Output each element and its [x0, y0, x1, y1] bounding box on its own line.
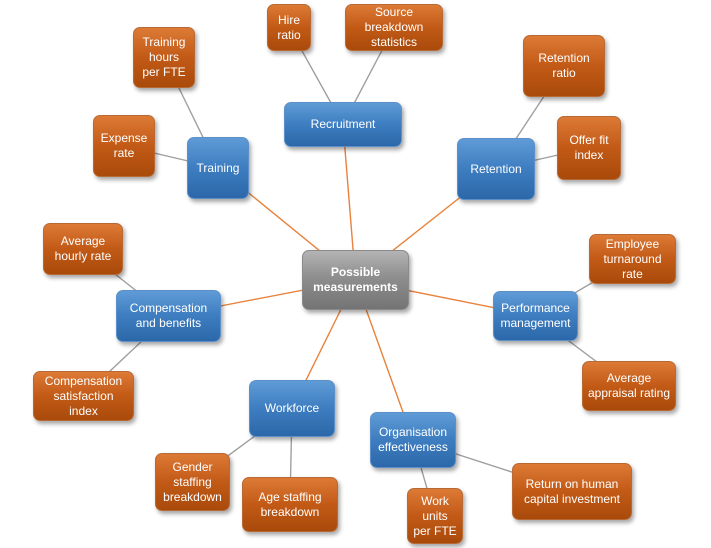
category-label: Training	[196, 160, 240, 175]
measure-label: Offer fit index	[569, 133, 609, 162]
measure-node-average-appraisal-rating: Average appraisal rating	[582, 361, 676, 411]
measure-node-gender-staffing-breakdown: Gender staffing breakdown	[155, 453, 230, 511]
category-node-compensation-and-benefits: Compensation and benefits	[116, 290, 221, 342]
center-node-possible-measurements: Possible measurements	[302, 250, 409, 310]
category-label: Performance management	[500, 301, 571, 330]
category-label: Compensation and benefits	[129, 301, 208, 330]
category-node-training: Training	[187, 137, 249, 199]
category-label: Recruitment	[310, 117, 376, 131]
measure-label: Compensation satisfaction index	[44, 373, 123, 418]
category-node-performance-management: Performance management	[493, 291, 578, 341]
measure-node-training-hours-per-fte: Training hours per FTE	[133, 27, 195, 88]
measure-label: Work units per FTE	[413, 493, 457, 538]
measure-label: Employee turnaround rate	[603, 236, 662, 281]
category-node-recruitment: Recruitment	[284, 102, 402, 147]
measure-label: Age staffing breakdown	[258, 489, 322, 519]
measure-label: Expense rate	[100, 131, 148, 160]
measure-node-return-on-human-capital-investment: Return on human capital investment	[512, 463, 632, 520]
category-node-organisation-effectiveness: Organisation effectiveness	[370, 412, 456, 468]
measure-node-age-staffing-breakdown: Age staffing breakdown	[242, 477, 338, 532]
measure-node-hire-ratio: Hire ratio	[267, 4, 311, 51]
measure-node-employee-turnaround-rate: Employee turnaround rate	[589, 234, 676, 284]
measure-label: Hire ratio	[277, 12, 301, 42]
category-label: Retention	[470, 161, 522, 176]
measure-node-expense-rate: Expense rate	[93, 115, 155, 177]
measure-node-compensation-satisfaction-index: Compensation satisfaction index	[33, 371, 134, 421]
category-label: Workforce	[264, 401, 320, 415]
measure-node-offer-fit-index: Offer fit index	[557, 116, 621, 180]
measure-node-average-hourly-rate: Average hourly rate	[43, 223, 123, 275]
category-node-retention: Retention	[457, 138, 535, 200]
measure-label: Average appraisal rating	[587, 371, 671, 400]
measure-label: Average hourly rate	[54, 234, 112, 263]
measure-label: Return on human capital investment	[523, 476, 621, 506]
measure-node-retention-ratio: Retention ratio	[523, 35, 605, 97]
measure-label: Retention ratio	[538, 51, 590, 80]
measure-node-work-units-per-fte: Work units per FTE	[407, 488, 463, 544]
measure-label: Gender staffing breakdown	[163, 459, 222, 504]
measure-label: Source breakdown statistics	[364, 5, 424, 49]
measure-node-source-breakdown-statistics: Source breakdown statistics	[345, 4, 443, 51]
measure-label: Training hours per FTE	[142, 35, 186, 79]
center-node-label: Possible measurements	[313, 265, 398, 294]
category-node-workforce: Workforce	[249, 380, 335, 437]
category-label: Organisation effectiveness	[378, 425, 448, 454]
